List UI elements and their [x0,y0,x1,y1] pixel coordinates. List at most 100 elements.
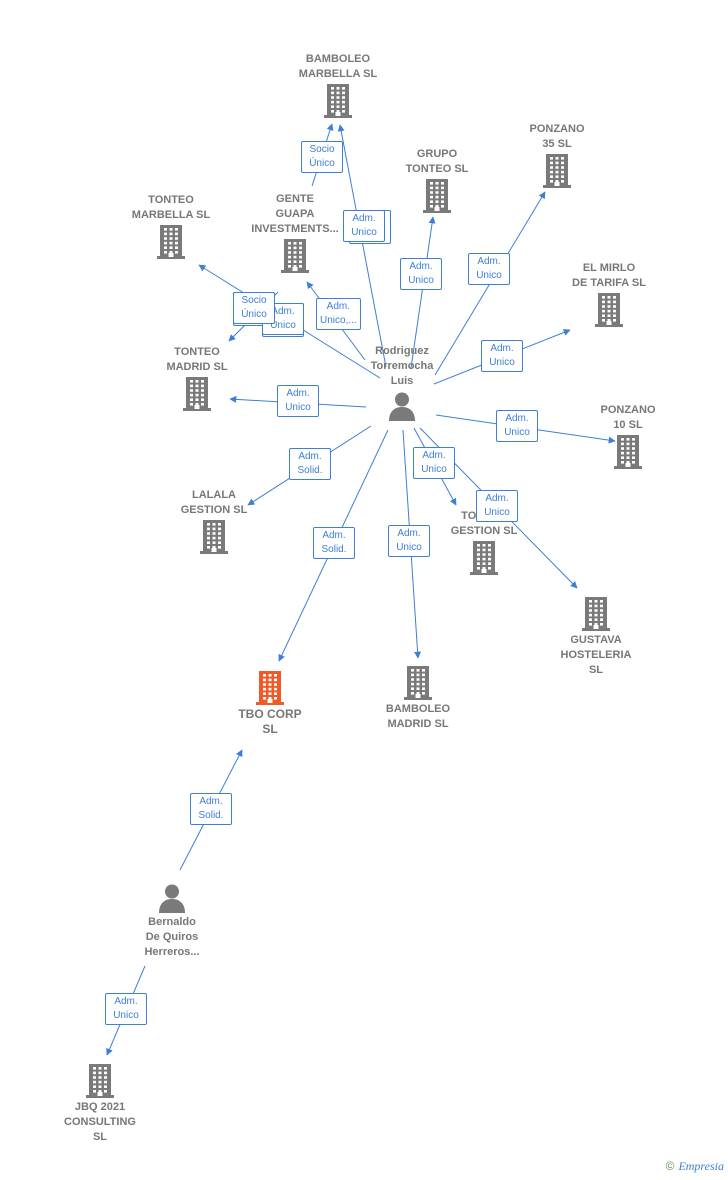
role-label-line: Adm. [326,301,351,312]
node-label-line: PONZANO [600,404,656,416]
node-label-line: GENTE [276,193,314,205]
role-label-line: Solid. [198,810,224,821]
node-label-line: LALALA [192,489,236,501]
role-label-line: Adm. [114,996,138,1007]
building-icon [230,239,360,273]
role-label-line: Único [309,158,335,169]
node-label-line: TONTEO [148,194,194,206]
node-label-line: BAMBOLEO [305,53,371,65]
company-node-bamboleo-marbella[interactable]: BAMBOLEO MARBELLA SL [273,52,403,120]
person-icon [107,883,237,913]
node-label-line: MADRID SL [387,718,449,730]
building-icon [563,435,693,469]
node-label-line: GRUPO [416,148,458,160]
node-label-line: TBO CORP [238,707,302,721]
building-icon [544,293,674,327]
role-label[interactable]: Adm. Solid. [313,527,355,559]
role-label[interactable]: Adm.Unico [496,410,538,442]
role-label-line: Adm. [397,528,421,539]
role-label-line: Adm. [286,388,310,399]
role-label-line: Unico [504,427,530,438]
company-node-ponzano10[interactable]: PONZANO 10 SL [563,403,693,471]
node-label-line: JBQ 2021 [74,1101,126,1113]
node-label-line: BAMBOLEO [385,703,451,715]
role-label-line: Unico [489,357,515,368]
role-label[interactable]: Adm.Unico [400,258,442,290]
node-label-line: PONZANO [529,123,585,135]
role-label-line: Adm. [409,261,433,272]
node-label-line: TONTEO [174,346,220,358]
role-label-line: Unico [285,402,311,413]
role-label-line: Unico,... [320,315,357,326]
building-icon [372,179,502,213]
node-label-line: SL [92,1131,108,1143]
node-label-line: SL [588,664,604,676]
person-icon [337,391,467,421]
role-label-line: Unico [476,270,502,281]
company-node-ponzano35[interactable]: PONZANO 35 SL [492,122,622,190]
role-label[interactable]: Adm. Unico [343,210,385,242]
copyright-icon: © [665,1159,675,1173]
role-label[interactable]: Adm. Unico [105,993,147,1025]
node-label-line: MADRID SL [166,361,228,373]
role-label-line: Adm. [485,493,509,504]
role-label-line: Socio [309,144,335,155]
building-icon [35,1064,165,1098]
role-label-line: Solid. [321,544,347,555]
node-label: BAMBOLEO MADRID SL [353,702,483,732]
node-label-line: Bernaldo [148,916,196,928]
role-label[interactable]: Adm. Unico [388,525,430,557]
role-label-line: Adm. [352,213,376,224]
node-label-line: GUAPA [275,208,315,220]
role-label-line: Adm. [271,306,295,317]
role-label-line: Adm. [322,530,346,541]
role-label-line: Único [241,309,267,320]
node-label-line: Herreros... [144,946,200,958]
node-label-line: 10 SL [613,419,643,431]
role-label-line: Unico [113,1010,139,1021]
role-label[interactable]: Adm.Unico [468,253,510,285]
building-icon [106,225,236,259]
role-label[interactable]: Adm.Solid. [190,793,232,825]
node-label-line: MARBELLA SL [298,68,378,80]
company-node-tonteo-madrid[interactable]: TONTEO MADRID SL [132,345,262,413]
node-label-line: SL [262,722,278,736]
role-label[interactable]: Adm. Unico,... [316,298,361,330]
role-label[interactable]: Adm.Unico [481,340,523,372]
role-label-line: Unico [484,507,510,518]
building-icon [531,597,661,631]
role-label[interactable]: Adm.Unico [413,447,455,479]
company-node-bamboleo-madrid[interactable]: BAMBOLEO MADRID SL [353,664,483,732]
node-label-line: 35 SL [542,138,572,150]
building-icon [149,520,279,554]
role-label-line: Unico [396,542,422,553]
building-icon [132,377,262,411]
node-label-line: Torremocha [370,360,434,372]
building-icon [419,541,549,575]
role-label[interactable]: Adm.Solid. [289,448,331,480]
role-label-line: Unico [351,227,377,238]
node-label: PONZANO 10 SL [563,403,693,433]
role-label-line: Adm. [422,450,446,461]
node-label: PONZANO 35 SL [492,122,622,152]
role-label[interactable]: Adm. Unico [277,385,319,417]
role-label[interactable]: Adm. Unico [476,490,518,522]
